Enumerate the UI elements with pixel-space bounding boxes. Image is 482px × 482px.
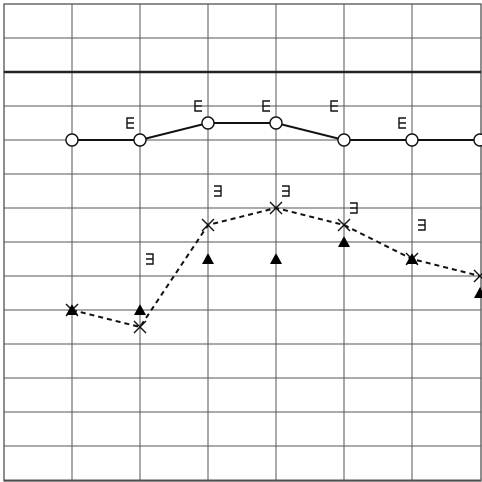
series-markers bbox=[65, 100, 482, 334]
bracket-right-marker bbox=[146, 253, 154, 265]
bracket-right-marker bbox=[350, 202, 358, 214]
bracket-right-marker bbox=[282, 185, 290, 197]
triangle-marker bbox=[406, 253, 418, 264]
circle-marker bbox=[337, 133, 351, 147]
circle-marker bbox=[133, 133, 147, 147]
cross-marker bbox=[133, 320, 147, 334]
cross-marker bbox=[269, 201, 283, 215]
triangle-marker bbox=[474, 287, 482, 298]
triangle-marker bbox=[270, 253, 282, 264]
bracket-left-marker bbox=[330, 100, 338, 112]
bracket-left-marker bbox=[262, 100, 270, 112]
triangle-marker bbox=[338, 236, 350, 247]
triangle-marker bbox=[66, 304, 78, 315]
cross-marker bbox=[473, 269, 482, 283]
bracket-left-marker bbox=[126, 117, 134, 129]
bracket-left-marker bbox=[398, 117, 406, 129]
bracket-left-marker bbox=[194, 100, 202, 112]
triangle-marker bbox=[202, 253, 214, 264]
circle-marker bbox=[65, 133, 79, 147]
circle-marker bbox=[473, 133, 482, 147]
bracket-right-marker bbox=[418, 219, 426, 231]
circle-marker bbox=[201, 116, 215, 130]
circle-marker bbox=[269, 116, 283, 130]
cross-marker bbox=[337, 218, 351, 232]
bracket-right-marker bbox=[214, 185, 222, 197]
cross-marker bbox=[201, 218, 215, 232]
triangle-marker bbox=[134, 304, 146, 315]
circle-marker bbox=[405, 133, 419, 147]
